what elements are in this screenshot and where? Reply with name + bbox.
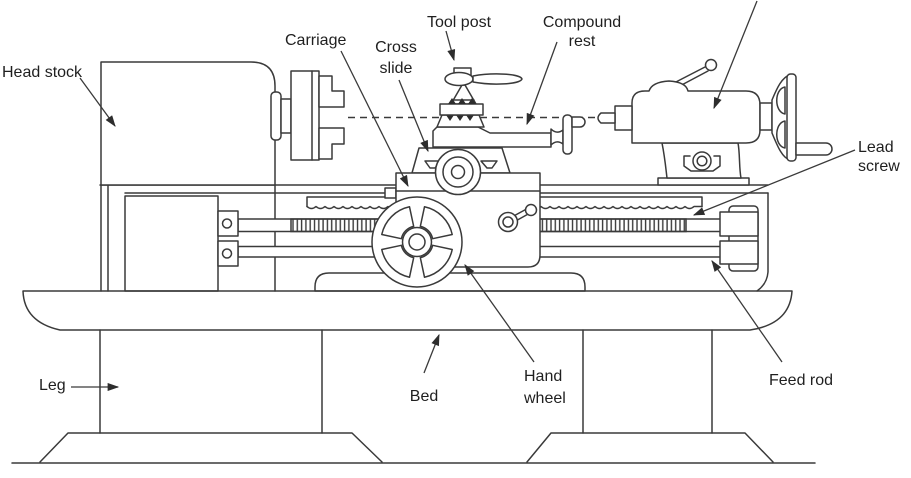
tailstock-body (631, 80, 761, 144)
tool-post-label: Tool post (427, 14, 492, 31)
plinth (22, 290, 793, 331)
headstock-body (100, 61, 276, 186)
compound-rest-label-line2: rest (569, 33, 596, 50)
right-foot (526, 432, 774, 463)
lead-screw-leader (692, 149, 856, 216)
tool-post-clamp-dots-lower (446, 115, 474, 121)
cross-slide-label-line2: slide (380, 60, 413, 77)
compound-handwheel-knob (571, 116, 586, 128)
tailstock-clamp-plate (683, 155, 721, 172)
tailstock-handwheel-hole-bottom (776, 120, 786, 149)
bed (11, 184, 816, 464)
gearbox-panel (124, 195, 219, 292)
tailstock-lever-knob (704, 58, 718, 72)
left-foot (39, 432, 383, 463)
bed-right-end (756, 192, 769, 292)
tailstock (597, 58, 833, 186)
compound-rest-arm (432, 126, 552, 148)
lead-screw-label-line2: screw (858, 158, 900, 175)
spindle-flange (270, 91, 282, 141)
tailstock-hub (759, 102, 773, 131)
tool-post-handle (472, 73, 523, 85)
tool-post-leader (445, 30, 456, 62)
headstock-base-columns (100, 184, 109, 292)
cross-slide-leader (398, 79, 429, 153)
hand-wheel-label-line1: Hand (524, 368, 562, 385)
leader-arrows (71, 0, 856, 392)
apron-lever-knob (524, 203, 538, 217)
cross-feed-dial-mid (442, 156, 474, 188)
carriage-label: Carriage (285, 32, 346, 49)
bed-label: Bed (410, 388, 438, 405)
headstock (100, 61, 345, 186)
hand-wheel-hub-hole (408, 233, 426, 251)
hand-wheel-hub (401, 226, 433, 258)
chuck-jaw-bottom (318, 127, 345, 160)
tailstock-leader (713, 0, 758, 110)
left-bracket-lower-hole (221, 248, 233, 259)
right-bracket-upper (719, 211, 759, 237)
carriage-left-wing (384, 187, 397, 199)
carriage-leader (340, 50, 409, 188)
cross-slide-label-line1: Cross (375, 39, 417, 56)
cross-feed-dial-hub (450, 164, 466, 180)
right-bracket-lower (719, 240, 759, 265)
head-stock-leader (79, 77, 116, 127)
feed-rod-label: Feed rod (769, 372, 833, 389)
left-leg (99, 329, 323, 434)
right-leg (582, 329, 713, 434)
tool-post-clamp-dots-upper (448, 98, 476, 104)
compound-handwheel-neck (550, 128, 564, 146)
hand-wheel-leader (464, 264, 535, 363)
hand-wheel-label-line2: wheel (523, 390, 566, 407)
hand-wheel (371, 196, 463, 288)
carriage (371, 67, 586, 288)
leg-label: Leg (39, 377, 66, 394)
apron-lever-boss-hole (502, 216, 514, 228)
lead-screw-label-line1: Lead (858, 139, 894, 156)
compound-rest-label-line1: Compound (543, 14, 621, 31)
tailstock-handwheel-axle (795, 142, 833, 156)
cross-feed-dial-outer (434, 148, 482, 196)
labels: Head stock Carriage Cross slide Tool pos… (2, 14, 900, 407)
cross-slide-dovetail-right (480, 160, 498, 169)
tool-post-handle-boss (444, 71, 474, 87)
left-bracket-upper-hole (221, 218, 233, 229)
tailstock-clamp-ring (692, 151, 712, 171)
compound-handwheel-disc (562, 114, 573, 155)
tailstock-quill (614, 105, 633, 131)
bed-leader (423, 333, 440, 374)
tool-post-base (439, 103, 484, 116)
carriage-base-pedestal (314, 272, 586, 292)
feed-rod-leader (711, 260, 783, 363)
dead-center (597, 112, 616, 124)
tailstock-handwheel-rim (786, 73, 797, 162)
tailstock-base-plate (657, 177, 750, 186)
chuck-jaw-top (318, 75, 345, 108)
tailstock-clamp-hole (696, 155, 708, 167)
tailstock-handwheel-hole-top (776, 86, 786, 115)
spindle-adapter (280, 98, 292, 134)
head-stock-label: Head stock (2, 64, 83, 81)
apron-lever-boss (497, 211, 519, 233)
chuck-body (290, 70, 320, 161)
compound-rest-leader (526, 41, 558, 126)
